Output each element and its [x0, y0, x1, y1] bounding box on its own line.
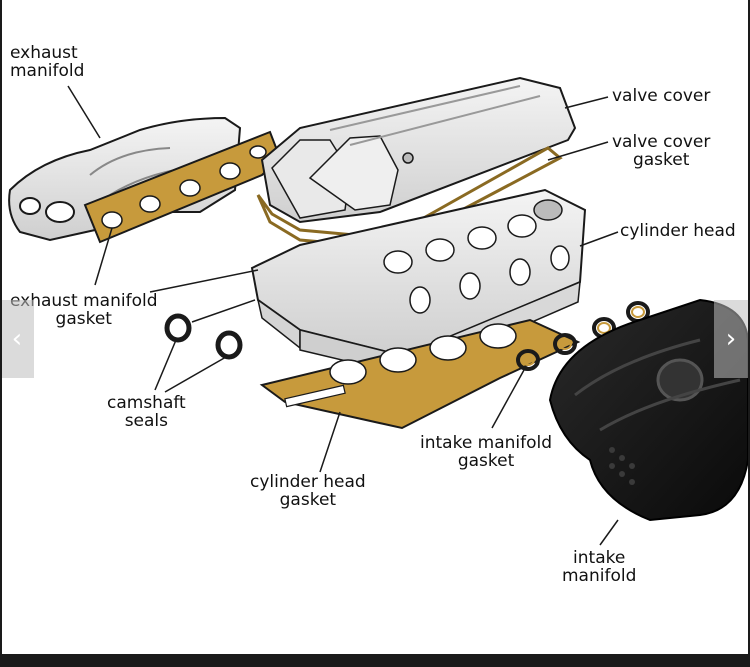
prev-slide-button[interactable]: ‹	[0, 300, 34, 378]
label-cylinder-head: cylinder head	[620, 221, 736, 241]
label-intake-manifold-gasket: intake manifold gasket	[420, 433, 553, 471]
intake-manifold-part	[548, 298, 749, 522]
label-cylinder-head-gasket: cylinder head gasket	[250, 472, 366, 510]
leader-lines	[67, 85, 619, 546]
chevron-right-icon: ›	[725, 324, 737, 354]
label-camshaft-seals: camshaft seals	[107, 393, 186, 431]
chevron-left-icon: ‹	[11, 324, 23, 354]
label-valve-cover: valve cover	[612, 86, 711, 106]
bottom-bar	[0, 654, 750, 667]
label-exhaust-manifold-gasket: exhaust manifold gasket	[10, 291, 158, 329]
next-slide-button[interactable]: ›	[714, 300, 748, 378]
label-intake-manifold: intake manifold	[562, 548, 637, 586]
label-exhaust-manifold: exhaust manifold	[10, 43, 85, 81]
exhaust-manifold-gasket-part	[83, 130, 282, 244]
cylinder-head-gasket-part	[259, 318, 581, 430]
camshaft-seals-part	[164, 313, 243, 360]
label-valve-cover-gasket: valve cover gasket	[612, 132, 711, 170]
valve-cover-gasket-part	[256, 146, 563, 250]
valve-cover-part	[260, 76, 577, 224]
